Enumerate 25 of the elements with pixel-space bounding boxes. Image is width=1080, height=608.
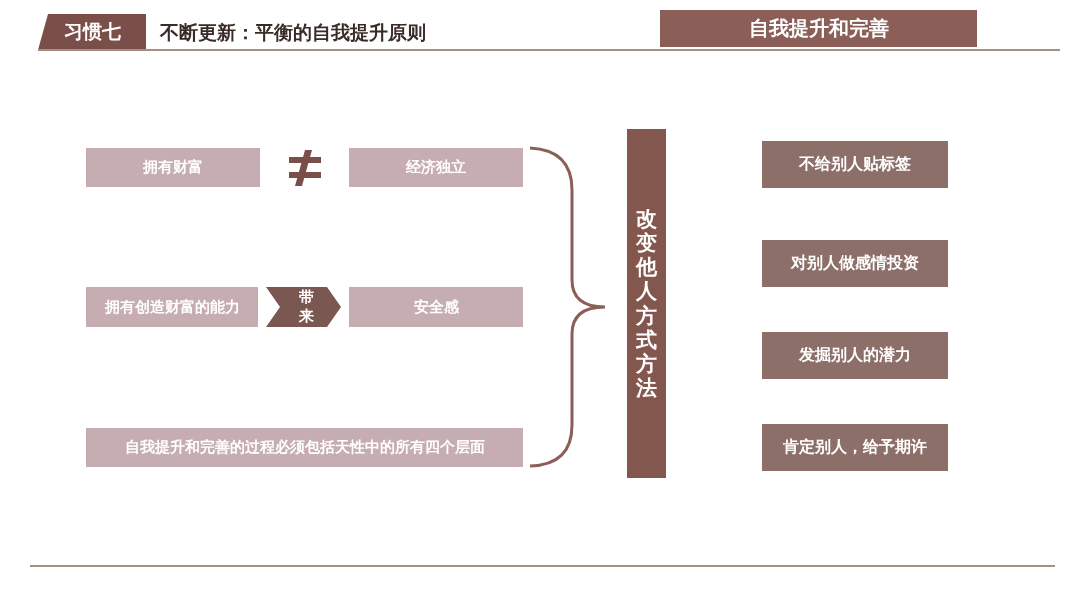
text-box bbox=[349, 148, 523, 187]
page-title: 不断更新：平衡的自我提升原则 bbox=[160, 20, 426, 45]
text-box bbox=[762, 424, 948, 471]
box-label: 肯定别人，给予期许 bbox=[783, 437, 927, 458]
box-label: 对别人做感情投资 bbox=[791, 253, 919, 274]
box-label: 不给别人贴标签 bbox=[799, 154, 911, 175]
chevron-arrow bbox=[266, 287, 341, 327]
edge-label: 带来 bbox=[298, 288, 314, 326]
box-label: 改变他人方式方法 bbox=[636, 206, 657, 401]
text-box bbox=[762, 332, 948, 379]
box-label: 拥有财富 bbox=[143, 158, 203, 177]
header-banner: 自我提升和完善 bbox=[660, 10, 977, 47]
box-label: 发掘别人的潜力 bbox=[799, 345, 911, 366]
box-label: 经济独立 bbox=[406, 158, 466, 177]
text-box bbox=[762, 240, 948, 287]
text-box bbox=[86, 148, 260, 187]
box-label: 自我提升和完善的过程必须包括天性中的所有四个层面 bbox=[124, 438, 485, 457]
box-label: 安全感 bbox=[413, 297, 459, 317]
header-tab: 习惯七 bbox=[38, 14, 146, 50]
text-box bbox=[762, 141, 948, 188]
text-box bbox=[349, 287, 523, 327]
text-box bbox=[86, 428, 523, 467]
text-box bbox=[86, 287, 258, 327]
vertical-banner bbox=[627, 129, 666, 478]
box-label: 拥有创造财富的能力 bbox=[104, 297, 240, 317]
